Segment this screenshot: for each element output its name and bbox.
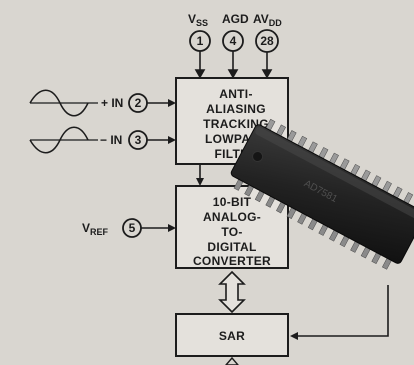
pin-circle-3: 3 [129, 131, 147, 149]
feedback-line [296, 285, 388, 336]
pin-label-avdd: AVDD [253, 12, 282, 28]
pin-label-vss: VSS [188, 12, 208, 28]
svg-text:ANALOG-: ANALOG- [203, 210, 261, 224]
top-pin-lines [196, 51, 271, 77]
bidirectional-bus-arrow-icon [220, 272, 244, 312]
pin-circle-5: 5 [123, 219, 141, 237]
vref-label: VREF [82, 221, 109, 237]
pin-circle-1: 1 [190, 31, 210, 51]
svg-text:VSS: VSS [188, 12, 208, 28]
svg-text:AVDD: AVDD [253, 12, 282, 28]
svg-text:ALIASING: ALIASING [206, 102, 266, 116]
svg-text:TO-: TO- [221, 225, 242, 239]
svg-text:5: 5 [129, 221, 136, 235]
svg-text:3: 3 [135, 133, 142, 147]
pin-circle-2: 2 [129, 94, 147, 112]
svg-text:DIGITAL: DIGITAL [207, 240, 256, 254]
svg-text:CONVERTER: CONVERTER [193, 254, 271, 268]
svg-text:28: 28 [260, 34, 274, 48]
sar-label: SAR [219, 329, 245, 343]
svg-text:2: 2 [135, 96, 142, 110]
svg-text:4: 4 [230, 34, 237, 48]
pin-label-agd: AGD [222, 12, 249, 26]
pin-circle-28: 28 [256, 30, 278, 52]
svg-text:ANTI-: ANTI- [219, 87, 253, 101]
pin-circle-4: 4 [223, 31, 243, 51]
svg-text:10-BIT: 10-BIT [213, 195, 252, 209]
input-label-minus-in: − IN [100, 133, 122, 147]
svg-text:VREF: VREF [82, 221, 109, 237]
svg-text:1: 1 [197, 34, 204, 48]
input-label-plus-in: + IN [101, 96, 123, 110]
